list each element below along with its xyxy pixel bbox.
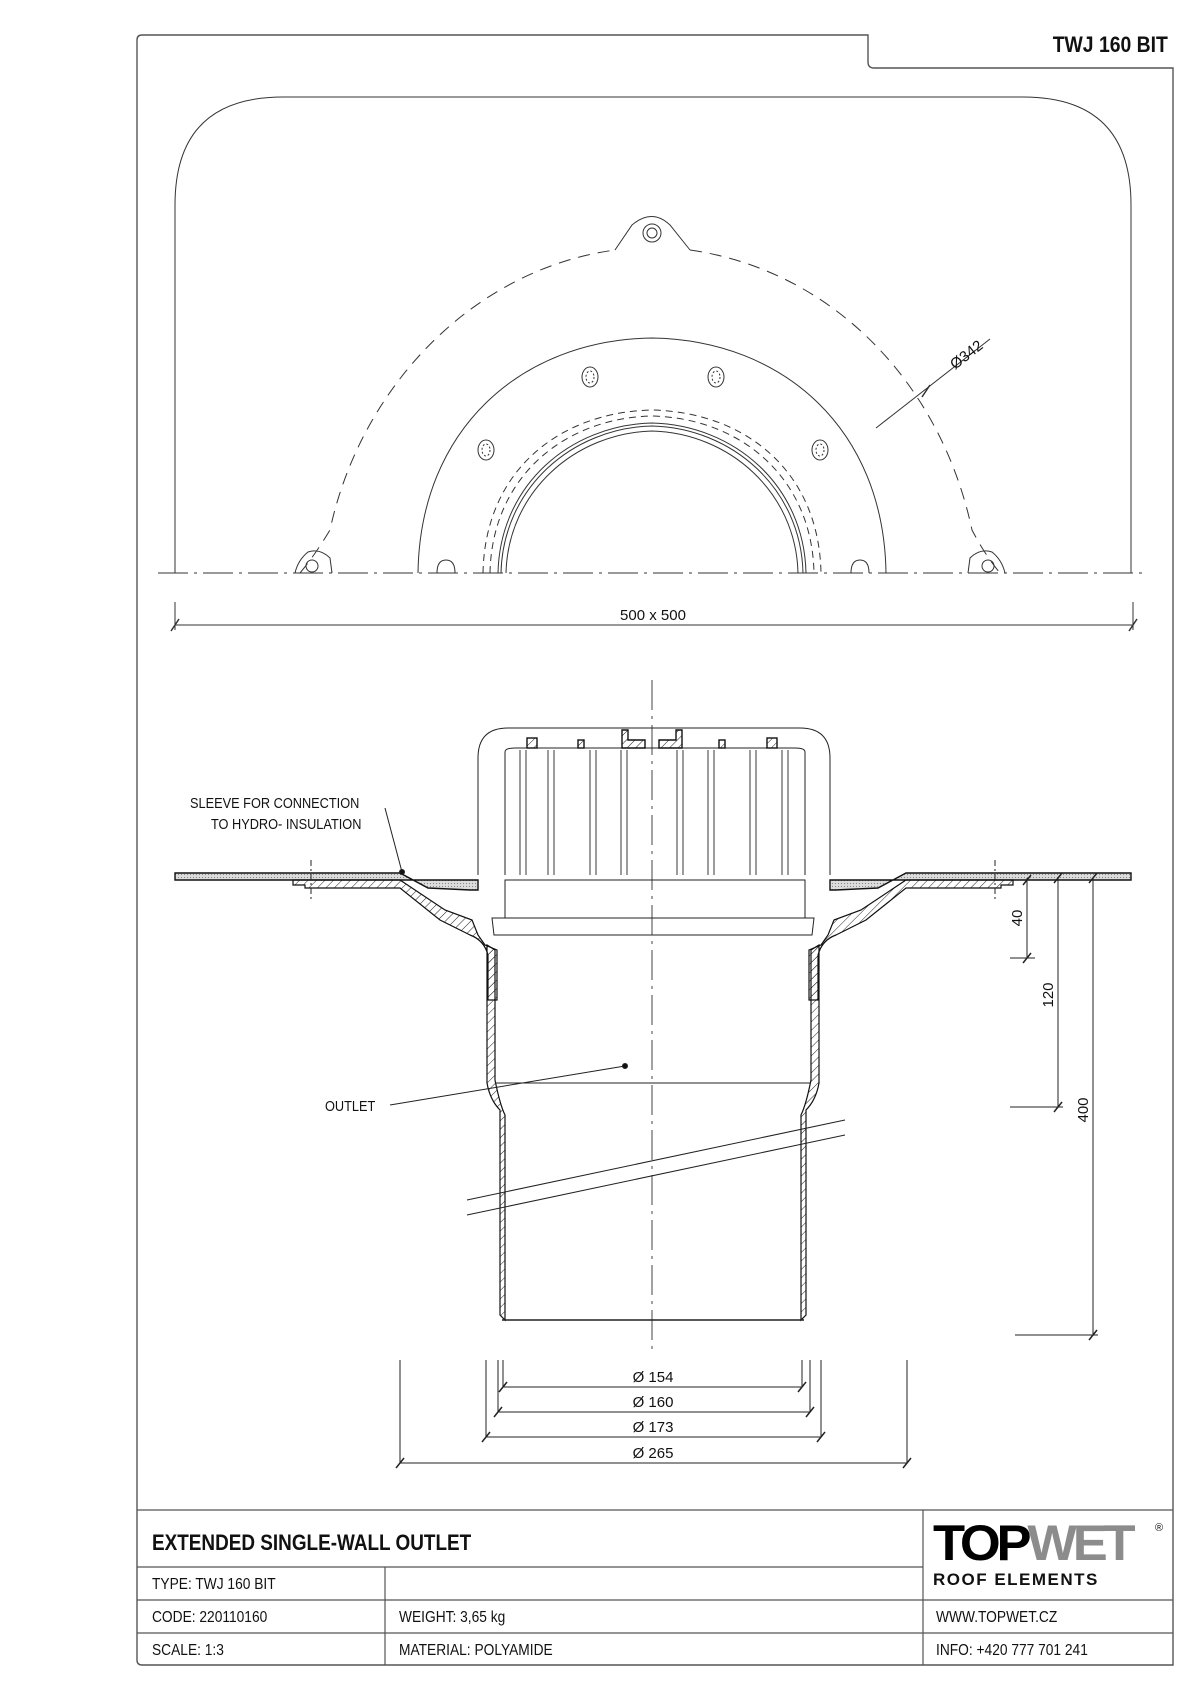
registered-mark-icon: ® — [1155, 1522, 1164, 1534]
bolt-holes — [436, 366, 870, 574]
drawing-title: EXTENDED SINGLE-WALL OUTLET — [152, 1530, 472, 1555]
info-phone: INFO: +420 777 701 241 — [936, 1642, 1088, 1659]
logo-word-wet: WET — [1027, 1515, 1135, 1571]
plan-diameter-label: Ø342 — [947, 337, 986, 373]
dim-d160: Ø 160 — [633, 1394, 674, 1411]
callout-sleeve-line2: TO HYDRO- INSULATION — [211, 816, 362, 833]
type-field: TYPE: TWJ 160 BIT — [152, 1576, 276, 1593]
plan-view — [158, 96, 1148, 632]
callout-outlet: OUTLET — [325, 1098, 376, 1115]
sheet-border — [136, 34, 1174, 1666]
dim-400: 400 — [1075, 1097, 1092, 1122]
dim-d154: Ø 154 — [633, 1369, 674, 1386]
overall-dimension-label: 500 x 500 — [620, 607, 686, 624]
weight-field: WEIGHT: 3,65 kg — [399, 1609, 506, 1626]
dim-d173: Ø 173 — [633, 1419, 674, 1436]
topwet-logo: TOPWET ® ROOF ELEMENTS — [933, 1515, 1164, 1589]
header-product-code: TWJ 160 BIT — [1052, 32, 1168, 57]
dim-120: 120 — [1040, 982, 1057, 1007]
section-view — [174, 680, 1132, 1469]
website-link[interactable]: WWW.TOPWET.CZ — [936, 1609, 1058, 1626]
dim-d265: Ø 265 — [633, 1445, 674, 1462]
material-field: MATERIAL: POLYAMIDE — [399, 1642, 553, 1659]
callout-sleeve-line1: SLEEVE FOR CONNECTION — [190, 795, 360, 812]
title-block-grid — [137, 1509, 1173, 1665]
logo-word-top: TOP — [933, 1515, 1032, 1571]
dim-40: 40 — [1009, 910, 1026, 927]
scale-field: SCALE: 1:3 — [152, 1642, 224, 1659]
code-field: CODE: 220110160 — [152, 1609, 268, 1626]
logo-tagline: ROOF ELEMENTS — [933, 1570, 1099, 1589]
